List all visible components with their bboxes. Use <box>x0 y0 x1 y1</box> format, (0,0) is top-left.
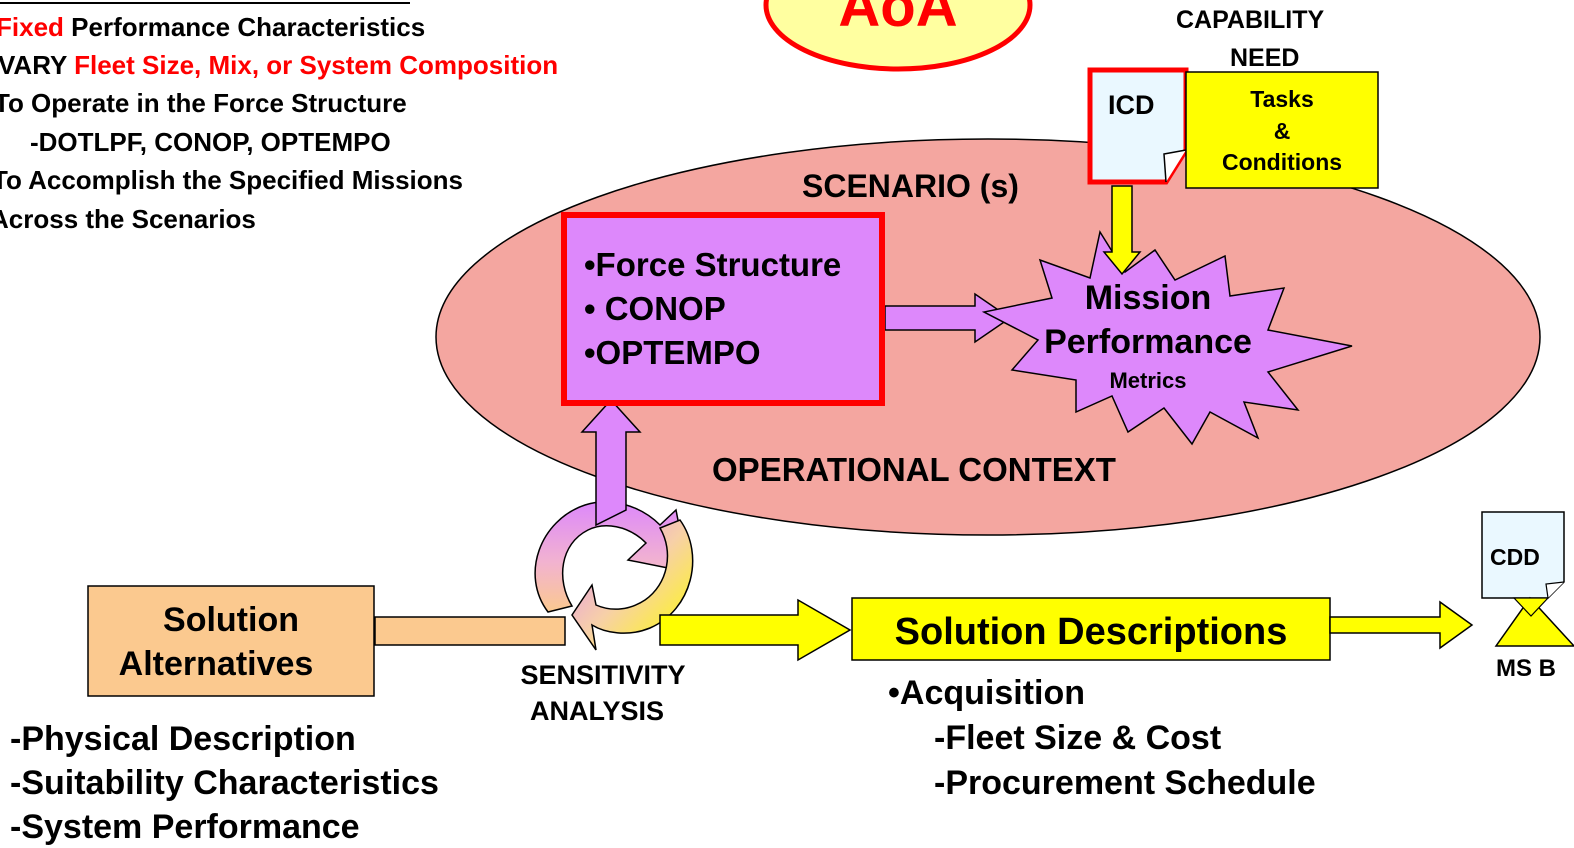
tasks-line2: & <box>1273 118 1291 144</box>
intro-vary-prefix: VARY <box>0 50 75 80</box>
intro-line-operate: To Operate in the Force Structure <box>0 88 407 118</box>
force-to-mission-arrow <box>884 292 1012 344</box>
alternatives-item-performance: -System Performance <box>10 808 360 846</box>
sensitivity-line2: ANALYSIS <box>529 696 665 726</box>
icd-page-curl <box>1163 149 1187 183</box>
intro-line-accomplish: To Accomplish the Specified Missions <box>0 165 463 195</box>
sensitivity-line1: SENSITIVITY <box>520 660 686 690</box>
sensitivity-cycle-upper-arc <box>534 501 689 613</box>
operational-context-label: OPERATIONAL CONTEXT <box>712 451 1116 488</box>
mission-performance-starburst <box>981 230 1353 446</box>
intro-line-scenarios: Across the Scenarios <box>0 204 256 234</box>
tasks-to-mission-arrow <box>1102 185 1142 276</box>
scenario-label: SCENARIO (s) <box>802 168 1019 204</box>
sensitivity-to-descriptions-arrow <box>659 598 852 662</box>
intro-fixed-rest: Performance Characteristics <box>63 12 426 42</box>
intro-line-vary: VARY Fleet Size, Mix, or System Composit… <box>0 52 558 78</box>
aoa-badge-ellipse <box>763 0 1033 72</box>
capability-line2: NEED <box>1230 44 1300 72</box>
up-arrow-to-force-structure <box>580 398 642 527</box>
alternatives-item-physical: -Physical Description <box>10 720 356 758</box>
cdd-label: CDD <box>1490 544 1540 570</box>
force-item-force-structure: •Force Structure <box>584 246 842 283</box>
intro-vary-red: Fleet Size, Mix, or System Composition <box>74 50 559 80</box>
acquisition-item-fleet: -Fleet Size & Cost <box>934 719 1222 757</box>
mission-line2: Performance <box>1044 323 1252 361</box>
solution-alternatives-line1: Solution <box>163 601 299 639</box>
mission-line3: Metrics <box>1109 368 1187 393</box>
cdd-page-curl <box>1545 581 1565 599</box>
solution-descriptions-label: Solution Descriptions <box>894 611 1288 653</box>
intro-fixed-word: Fixed <box>0 12 64 42</box>
ms-b-label: MS B <box>1496 655 1556 682</box>
alternatives-to-sensitivity-arrow <box>374 616 566 646</box>
solution-alternatives-box <box>87 585 375 697</box>
force-item-conop: • CONOP <box>584 290 726 327</box>
descriptions-to-msb-arrow <box>1329 600 1474 650</box>
acquisition-item-procurement: -Procurement Schedule <box>934 764 1316 802</box>
icd-label: ICD <box>1108 90 1155 120</box>
capability-line1: CAPABILITY <box>1176 6 1325 34</box>
ms-b-milestone-triangle <box>1494 596 1574 647</box>
intro-underline <box>0 2 410 4</box>
intro-line-fixed: Fixed Performance Characteristics <box>0 14 425 40</box>
ms-b-milestone-triangle-top <box>1512 597 1550 617</box>
alternatives-item-suitability: -Suitability Characteristics <box>10 764 439 802</box>
tasks-line3: Conditions <box>1221 149 1343 175</box>
force-structure-box <box>561 212 885 406</box>
aoa-badge-label: AoA <box>838 0 958 39</box>
tasks-conditions-box <box>1185 71 1379 189</box>
force-item-optempo: •OPTEMPO <box>584 334 761 371</box>
intro-line-dotlpf: -DOTLPF, CONOP, OPTEMPO <box>30 127 391 157</box>
solution-alternatives-line2: Alternatives <box>118 645 314 683</box>
mission-line1: Mission <box>1084 279 1212 317</box>
acquisition-heading: •Acquisition <box>888 674 1086 712</box>
tasks-line1: Tasks <box>1250 86 1314 112</box>
